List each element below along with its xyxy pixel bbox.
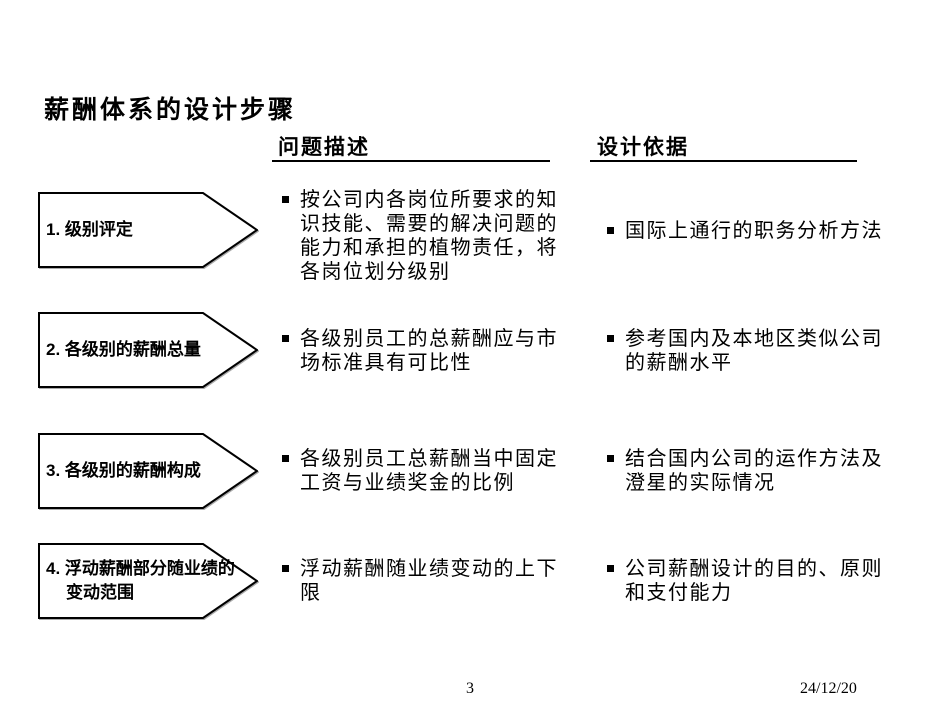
bullet-square-icon [282, 196, 289, 203]
step-arrow-1: 1. 级别评定 [38, 192, 258, 268]
step-label-1: 1. 级别评定 [46, 220, 133, 239]
problem-item-2: 各级别员工的总薪酬应与市场标准具有可比性 [282, 327, 564, 375]
right-arrow-pentagon-icon [38, 192, 258, 268]
basis-text-2: 参考国内及本地区类似公司的薪酬水平 [625, 328, 883, 374]
bullet-square-icon [282, 455, 289, 462]
footer-date: 24/12/20 [800, 680, 857, 697]
problem-item-1: 按公司内各岗位所要求的知识技能、需要的解决问题的能力和承担的植物责任，将各岗位划… [282, 188, 564, 284]
bullet-square-icon [607, 565, 614, 572]
problem-text-3: 各级别员工总薪酬当中固定工资与业绩奖金的比例 [300, 448, 558, 494]
column-header-basis: 设计依据 [590, 131, 857, 162]
step-arrow-3: 3. 各级别的薪酬构成 [38, 433, 258, 509]
bullet-square-icon [282, 565, 289, 572]
basis-item-3: 结合国内公司的运作方法及澄星的实际情况 [607, 447, 889, 495]
bullet-square-icon [607, 455, 614, 462]
step-label-4: 4. 浮动薪酬部分随业绩的变动范围 [46, 559, 235, 602]
problem-item-4: 浮动薪酬随业绩变动的上下限 [282, 557, 564, 605]
step-label-3: 3. 各级别的薪酬构成 [46, 461, 201, 480]
basis-item-4: 公司薪酬设计的目的、原则和支付能力 [607, 557, 889, 605]
basis-text-4: 公司薪酬设计的目的、原则和支付能力 [625, 558, 883, 604]
basis-item-2: 参考国内及本地区类似公司的薪酬水平 [607, 327, 889, 375]
step-arrow-4: 4. 浮动薪酬部分随业绩的变动范围 [38, 543, 258, 619]
basis-item-1: 国际上通行的职务分析方法 [607, 219, 889, 243]
bullet-square-icon [282, 335, 289, 342]
problem-item-3: 各级别员工总薪酬当中固定工资与业绩奖金的比例 [282, 447, 564, 495]
basis-text-3: 结合国内公司的运作方法及澄星的实际情况 [625, 448, 883, 494]
step-label-2: 2. 各级别的薪酬总量 [46, 340, 201, 359]
page-number: 3 [466, 680, 474, 697]
bullet-square-icon [607, 227, 614, 234]
bullet-square-icon [607, 335, 614, 342]
right-arrow-pentagon-icon [38, 543, 258, 619]
problem-text-1: 按公司内各岗位所要求的知识技能、需要的解决问题的能力和承担的植物责任，将各岗位划… [300, 189, 558, 283]
right-arrow-pentagon-icon [38, 312, 258, 388]
problem-text-4: 浮动薪酬随业绩变动的上下限 [300, 558, 558, 604]
column-header-problem: 问题描述 [272, 131, 550, 162]
problem-text-2: 各级别员工的总薪酬应与市场标准具有可比性 [300, 328, 558, 374]
right-arrow-pentagon-icon [38, 433, 258, 509]
page-title: 薪酬体系的设计步骤 [44, 96, 297, 124]
basis-text-1: 国际上通行的职务分析方法 [625, 220, 883, 242]
step-arrow-2: 2. 各级别的薪酬总量 [38, 312, 258, 388]
